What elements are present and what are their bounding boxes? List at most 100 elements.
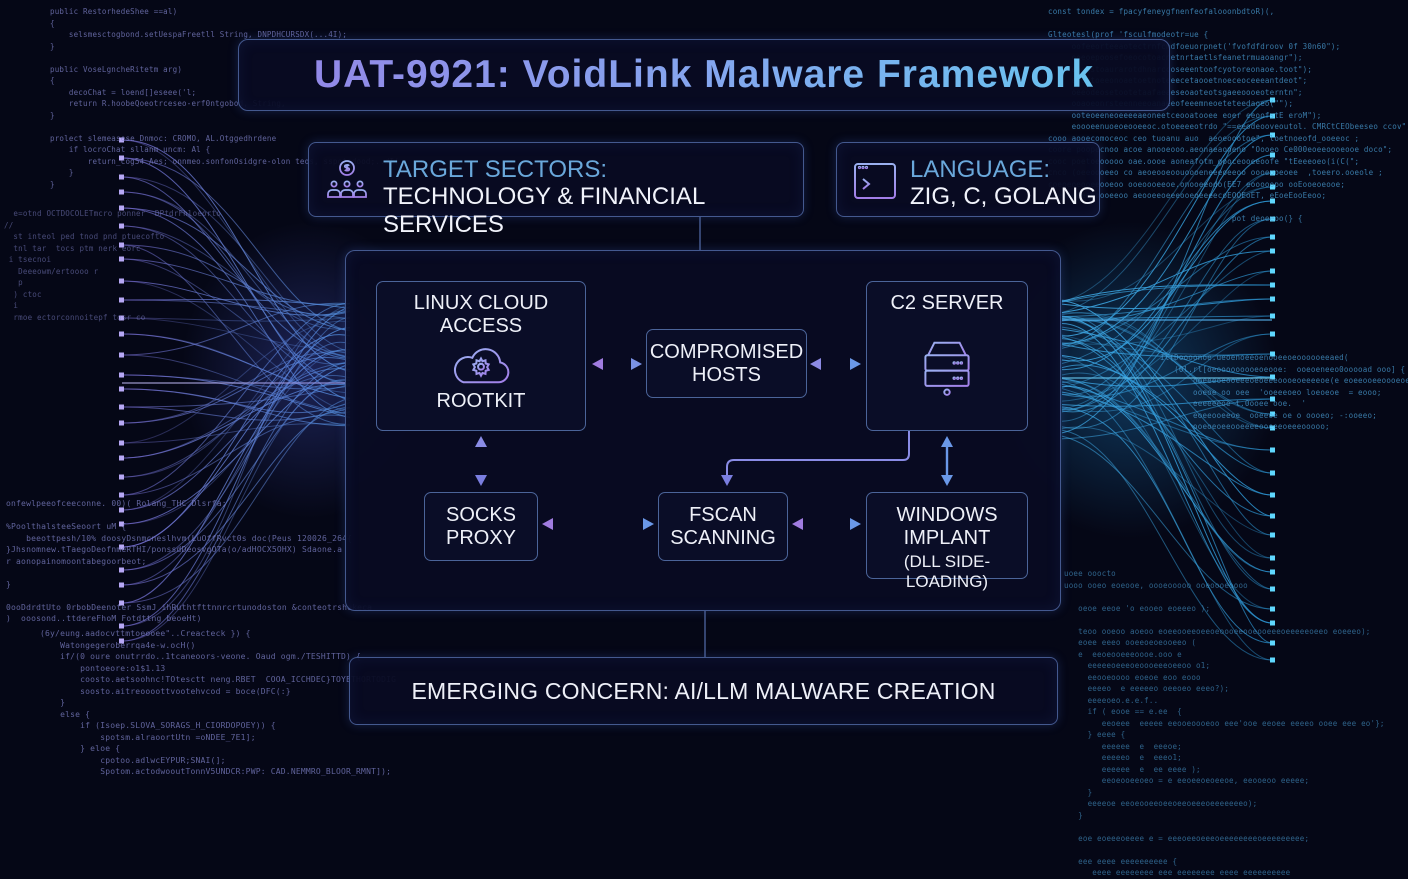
fiber-line xyxy=(1061,338,1273,644)
fiber-line xyxy=(121,176,351,360)
fiber-node xyxy=(1270,184,1275,190)
background-code-left-low: onfewlpeeofceeconne. 00)( Rolang_THC Dls… xyxy=(6,499,373,623)
fiber-line xyxy=(1061,218,1273,429)
fiber-line xyxy=(121,317,351,353)
fiber-line xyxy=(121,351,351,478)
fiber-line xyxy=(121,363,351,525)
right-fiber-nodes xyxy=(1270,97,1275,663)
background-code-left-top: public RestorhedeShee ==al) { selsmescto… xyxy=(50,7,399,189)
title-banner: UAT-9921: VoidLink Malware Framework xyxy=(238,39,1170,111)
target-sectors-label: TARGET SECTORS: xyxy=(383,156,608,183)
fscan-scanning-node: FSCAN SCANNING xyxy=(658,492,788,561)
server-icon xyxy=(924,341,970,396)
fiber-line xyxy=(1061,200,1273,371)
windows-implant-line2: IMPLANT xyxy=(903,527,991,549)
fiber-line xyxy=(1061,154,1273,410)
fiber-line xyxy=(121,352,351,424)
emerging-concern-text: EMERGING CONCERN: AI/LLM MALWARE CREATIO… xyxy=(411,678,996,704)
windows-implant-node: WINDOWS IMPLANT (DLL SIDE-LOADING) xyxy=(866,492,1028,591)
fiber-node xyxy=(1270,374,1275,380)
fiber-line xyxy=(121,423,351,444)
fiber-line xyxy=(121,362,351,642)
fiber-node xyxy=(119,638,124,644)
fiber-node xyxy=(119,544,124,550)
fiber-node xyxy=(1270,97,1275,103)
fiber-line xyxy=(1061,236,1273,413)
fiber-line xyxy=(121,303,351,511)
fiber-line xyxy=(121,306,351,627)
fiber-node xyxy=(119,492,124,498)
fiber-line xyxy=(1061,398,1273,440)
fiber-node xyxy=(1270,470,1275,476)
background-code-right-bottom: uoee ooocto uooo ooeo eoeooe, oooeooooo … xyxy=(1064,569,1385,877)
fiber-node xyxy=(1270,532,1275,538)
background-code-left-bottom: (6y/eung.aadocvttmtoeooee"..Creacteck })… xyxy=(40,629,397,776)
linux-cloud-access-node: LINUX CLOUD ACCESS ROOTKIT xyxy=(376,281,586,431)
fiber-node xyxy=(119,352,124,358)
fiber-line xyxy=(121,317,351,322)
fiber-line xyxy=(121,368,351,511)
fiber-node xyxy=(1270,657,1275,663)
fiber-line xyxy=(1061,391,1273,496)
compromised-hosts-line2: HOSTS xyxy=(692,364,761,386)
socks-proxy-line1: SOCKS xyxy=(445,504,517,526)
fiber-line xyxy=(1061,356,1273,610)
fiber-line xyxy=(121,406,351,586)
fiber-line xyxy=(1061,315,1273,319)
fiber-line xyxy=(1061,315,1273,624)
fiber-line xyxy=(1061,343,1273,357)
fiber-line xyxy=(121,379,351,642)
fiber-line xyxy=(121,310,351,627)
fiber-node xyxy=(119,372,124,378)
left-fiber-bundle xyxy=(121,139,351,642)
fiber-line xyxy=(1061,333,1273,398)
fiber-node xyxy=(119,155,124,161)
fiber-node xyxy=(119,404,124,410)
fiber-node xyxy=(119,331,124,337)
fiber-node xyxy=(119,174,124,180)
fiber-node xyxy=(1270,282,1275,288)
linux-cloud-title-line2: ACCESS xyxy=(439,315,523,337)
fiber-line xyxy=(1061,316,1273,590)
fiber-line xyxy=(1061,284,1273,303)
fiber-line xyxy=(121,349,351,604)
fiber-line xyxy=(1061,388,1273,451)
fiber-node xyxy=(1270,396,1275,402)
fiber-node xyxy=(119,297,124,303)
fiber-node xyxy=(1270,513,1275,519)
right-fiber-bundle xyxy=(1061,99,1273,661)
fiber-node xyxy=(1270,425,1275,431)
fiber-line xyxy=(121,320,351,444)
fiber-line xyxy=(1061,386,1273,573)
fiber-node xyxy=(119,440,124,446)
fiber-line xyxy=(121,397,351,604)
background-code-left-mid: e=otnd OCTDOCOLETmcro ponner DPtdrFhloeo… xyxy=(4,209,221,322)
fiber-node xyxy=(119,507,124,513)
fiber-line xyxy=(121,379,351,571)
fiber-line xyxy=(1061,435,1273,610)
socks-proxy-node: SOCKS PROXY xyxy=(424,492,538,561)
fiber-line xyxy=(1061,322,1273,624)
fiber-node xyxy=(1270,132,1275,138)
fiber-line xyxy=(1061,312,1273,429)
fiber-node xyxy=(1270,586,1275,592)
fiber-line xyxy=(121,334,351,548)
c2-server-node: C2 SERVER xyxy=(866,281,1028,431)
fiber-node xyxy=(1270,113,1275,119)
fiber-line xyxy=(1061,380,1273,661)
fiber-node xyxy=(1270,331,1275,337)
fiber-node xyxy=(1270,640,1275,646)
fiber-node xyxy=(1270,216,1275,222)
fiber-node xyxy=(1270,296,1275,302)
language-value: ZIG, C, GOLANG xyxy=(910,183,1097,210)
fiber-node xyxy=(1270,170,1275,176)
windows-implant-line3: (DLL SIDE-LOADING) xyxy=(903,552,991,591)
target-sectors-card: TARGET SECTORS: TECHNOLOGY & FINANCIAL S… xyxy=(308,142,804,238)
fiber-node xyxy=(1270,198,1275,204)
fiber-line xyxy=(1061,250,1273,314)
fiber-line xyxy=(121,280,351,414)
terminal-window-icon xyxy=(854,163,896,199)
finance-network-icon xyxy=(327,160,367,198)
fiber-node xyxy=(1270,248,1275,254)
fiber-node xyxy=(1270,447,1275,453)
